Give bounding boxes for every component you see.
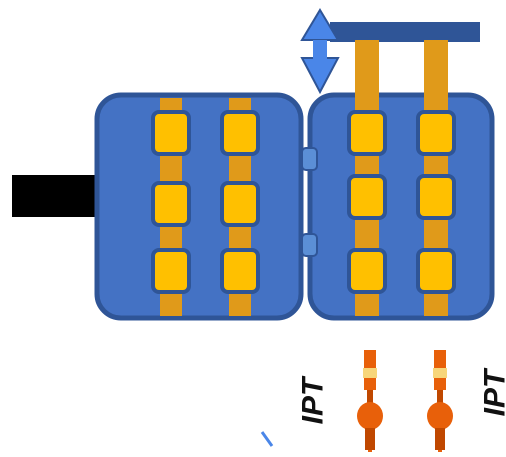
- block-notch-upper: [301, 147, 318, 171]
- contact-pad: [220, 248, 260, 294]
- contact-pads: [151, 110, 456, 294]
- contact-pad: [220, 110, 260, 156]
- left-block: [94, 92, 304, 321]
- fragment-mark: [260, 431, 274, 447]
- pillar-2: [424, 40, 448, 102]
- right-block: [307, 92, 495, 321]
- contact-pad: [416, 248, 456, 294]
- block-notch-lower: [301, 233, 318, 257]
- contact-pad: [416, 110, 456, 156]
- probe-needle-icon: [357, 350, 383, 456]
- probe-needle-icon: [427, 350, 453, 456]
- contact-pad: [151, 181, 191, 227]
- contact-pad: [347, 174, 387, 220]
- left-connector: [12, 175, 100, 217]
- contact-pad: [151, 248, 191, 294]
- contact-pad: [151, 110, 191, 156]
- contact-pad: [347, 248, 387, 294]
- probe-label-right: IPT: [478, 369, 506, 417]
- contact-pad: [416, 174, 456, 220]
- contact-pad: [220, 181, 260, 227]
- pillar-1: [355, 40, 379, 102]
- contact-pad: [347, 110, 387, 156]
- probe-label-left: IPT: [296, 377, 330, 425]
- up-down-arrow-icon: [300, 8, 340, 95]
- top-bar: [330, 22, 480, 42]
